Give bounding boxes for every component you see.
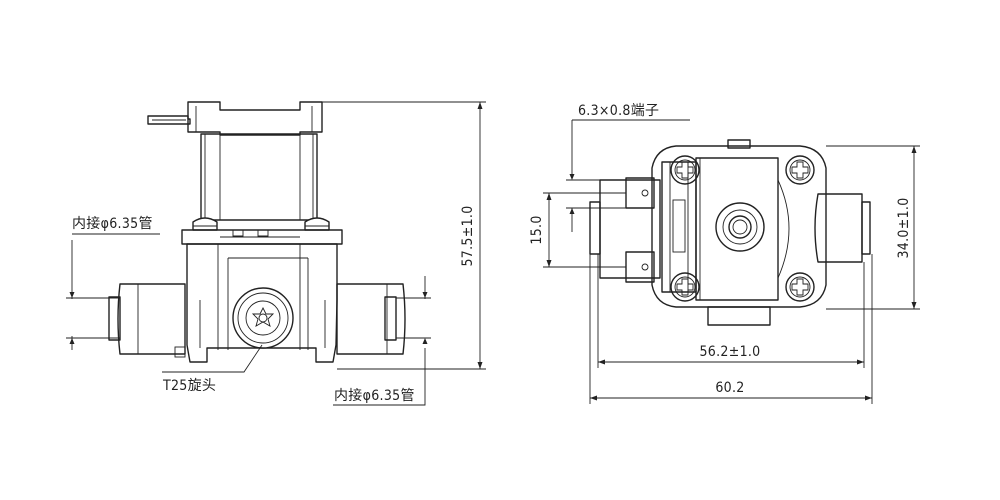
height-dimension xyxy=(322,101,486,370)
coil-terminal-tab xyxy=(147,115,191,125)
screw-right xyxy=(304,217,330,231)
inlet-diameter-dim xyxy=(66,240,120,350)
fitting-span-dim xyxy=(597,254,865,368)
flange-plate xyxy=(181,229,343,245)
outlet-diameter-dim xyxy=(396,276,431,344)
screw-left xyxy=(192,217,218,231)
inlet-fitting xyxy=(108,283,186,355)
body-height-dim xyxy=(826,145,920,310)
top-view: 6.3×0.8端子 15.0 34.0±1.0 56.2±1.0 60.2 xyxy=(529,103,920,404)
top-body-outline xyxy=(651,139,827,326)
fitting-span-label: 56.2±1.0 xyxy=(699,344,760,360)
coil-bracket xyxy=(187,101,323,136)
left-fitting xyxy=(589,201,601,255)
front-view: 内接φ6.35管 T25旋头 内接φ6.35管 57.5±1.0 xyxy=(66,101,486,406)
t25-nut-icon xyxy=(232,287,294,349)
overall-width-dim xyxy=(589,254,873,404)
body-height-label: 34.0±1.0 xyxy=(896,197,912,258)
overall-width-label: 60.2 xyxy=(715,380,744,396)
screw-bottom-right-icon xyxy=(785,272,815,302)
terminal-block xyxy=(599,177,661,283)
outlet-fitting xyxy=(336,283,406,355)
outlet-label: 内接φ6.35管 xyxy=(334,387,415,404)
right-fitting xyxy=(814,193,871,263)
terminal-spacing-dim xyxy=(543,192,626,268)
inlet-label: 内接φ6.35管 xyxy=(72,215,153,232)
screw-top-right-icon xyxy=(785,155,815,185)
leader-lines-front xyxy=(72,233,426,406)
coil-body xyxy=(200,133,318,221)
terminal-spacing-label: 15.0 xyxy=(529,215,545,244)
coil-window xyxy=(661,161,697,293)
screw-top-left-icon xyxy=(670,155,700,185)
center-port-icon xyxy=(715,202,765,252)
terminal-leader xyxy=(566,119,690,232)
terminal-label: 6.3×0.8端子 xyxy=(578,103,659,119)
height-dim-label: 57.5±1.0 xyxy=(460,205,476,266)
nut-label: T25旋头 xyxy=(162,378,216,394)
inner-panel xyxy=(695,157,790,301)
screw-bottom-left-icon xyxy=(670,272,700,302)
